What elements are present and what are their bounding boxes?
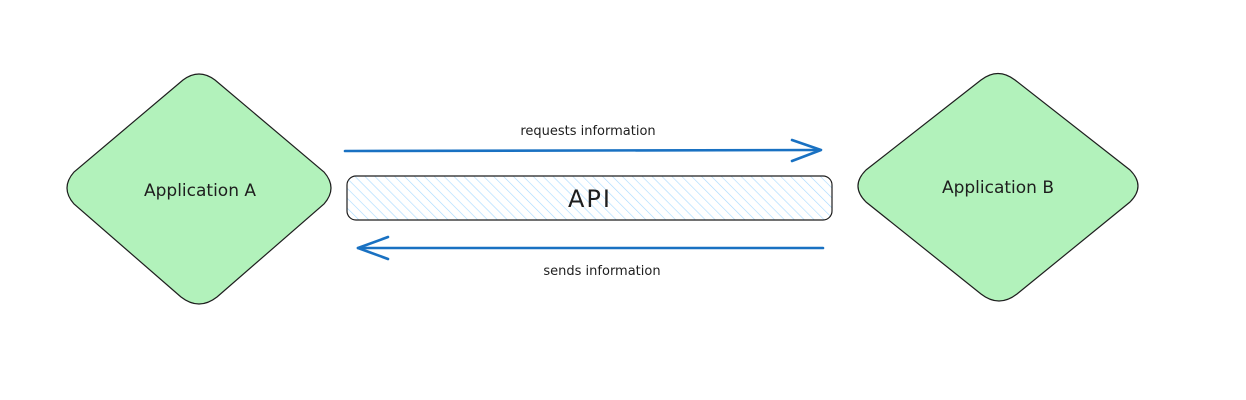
request-arrow-line: [343, 148, 822, 153]
request-arrow-label: requests information: [520, 124, 655, 139]
response-arrow-head: [356, 235, 390, 261]
request-arrow[interactable]: requests information: [343, 124, 823, 163]
application-b-label: Application B: [942, 178, 1054, 198]
api-node[interactable]: API: [346, 175, 833, 221]
application-b-shape: [857, 72, 1139, 302]
application-a-shape: [66, 73, 332, 305]
application-a-node[interactable]: Application A: [66, 73, 332, 305]
response-arrow[interactable]: sends information: [356, 235, 825, 279]
api-shape-fill: [347, 176, 832, 220]
api-label: API: [568, 185, 612, 213]
request-arrow-head: [790, 138, 823, 163]
application-b-node[interactable]: Application B: [857, 72, 1139, 302]
api-shape-border: [346, 175, 833, 221]
response-arrow-label: sends information: [543, 264, 660, 279]
application-a-label: Application A: [144, 181, 256, 201]
